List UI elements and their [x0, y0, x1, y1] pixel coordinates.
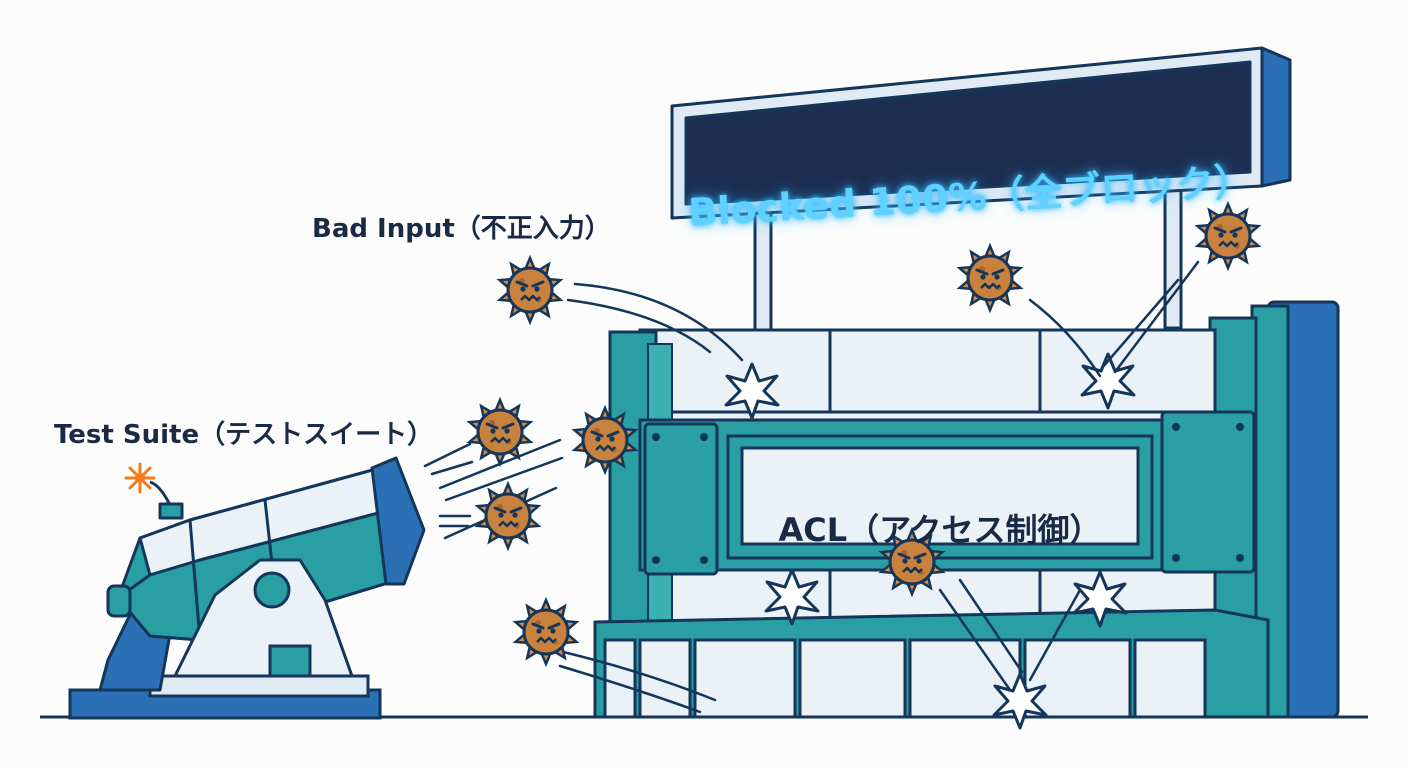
bad-input-label: Bad Input（不正入力） [312, 214, 611, 244]
fuse-spark-icon [124, 462, 156, 494]
acl-label: ACL（アクセス制御） [778, 511, 1102, 549]
test-suite-label: Test Suite（テストスイート） [54, 420, 434, 450]
cannon-icon [68, 456, 426, 720]
germ-icon [474, 482, 542, 550]
sign-poles [753, 184, 1183, 340]
blocked-sign-board [670, 46, 1292, 220]
germ-icon [496, 256, 564, 324]
germ-icon [956, 244, 1024, 312]
